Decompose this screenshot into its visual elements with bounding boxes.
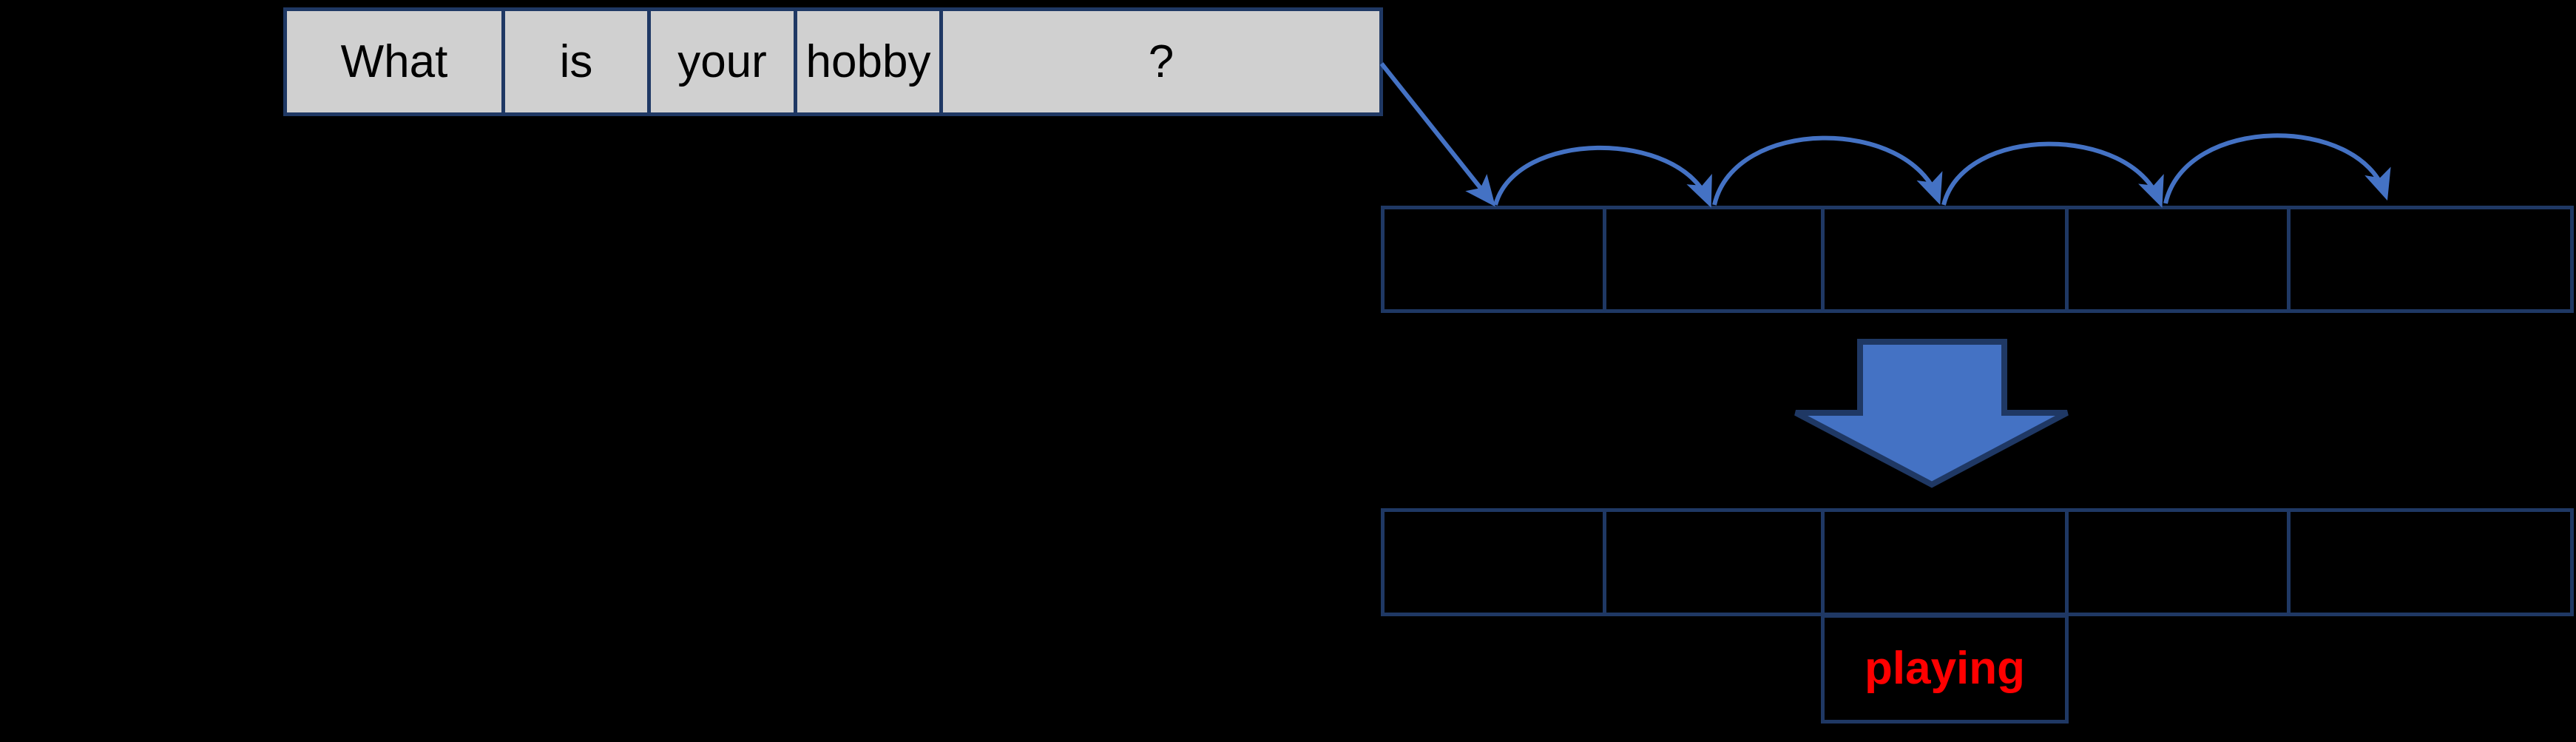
decoder-cell-0[interactable]: [1381, 508, 1606, 616]
hop-arrow-1: [1493, 145, 1712, 208]
hop-arrow-2: [1712, 135, 1943, 206]
output-token-label: playing: [1864, 643, 2026, 694]
encoder-cell-3[interactable]: [2065, 206, 2291, 313]
feed-diagonal-arrow: [1379, 62, 1495, 207]
decoder-cell-2[interactable]: [1821, 508, 2069, 616]
decoder-cell-1[interactable]: [1603, 508, 1825, 616]
decoder-cell-4[interactable]: [2287, 508, 2574, 616]
encoder-cell-0[interactable]: [1381, 206, 1606, 313]
input-cell-3[interactable]: hobby: [794, 7, 943, 116]
input-cell-2-label: your: [677, 36, 767, 87]
input-cell-1[interactable]: is: [501, 7, 651, 116]
input-cell-4[interactable]: ?: [939, 7, 1383, 116]
input-cell-4-label: ?: [1148, 36, 1174, 87]
output-token-cell[interactable]: playing: [1821, 614, 2069, 724]
hop-arrow-3: [1941, 141, 2164, 208]
encoder-cell-1[interactable]: [1603, 206, 1825, 313]
block-down-arrow: [1794, 339, 2069, 488]
decoder-cell-3[interactable]: [2065, 508, 2291, 616]
encoder-cell-4[interactable]: [2287, 206, 2574, 313]
input-cell-0-label: What: [340, 36, 448, 87]
encoder-cell-2[interactable]: [1821, 206, 2069, 313]
input-cell-2[interactable]: your: [647, 7, 797, 116]
input-cell-3-label: hobby: [805, 36, 931, 87]
input-cell-0[interactable]: What: [283, 7, 505, 116]
hop-arrow-4: [2163, 133, 2391, 204]
input-cell-1-label: is: [559, 36, 593, 87]
